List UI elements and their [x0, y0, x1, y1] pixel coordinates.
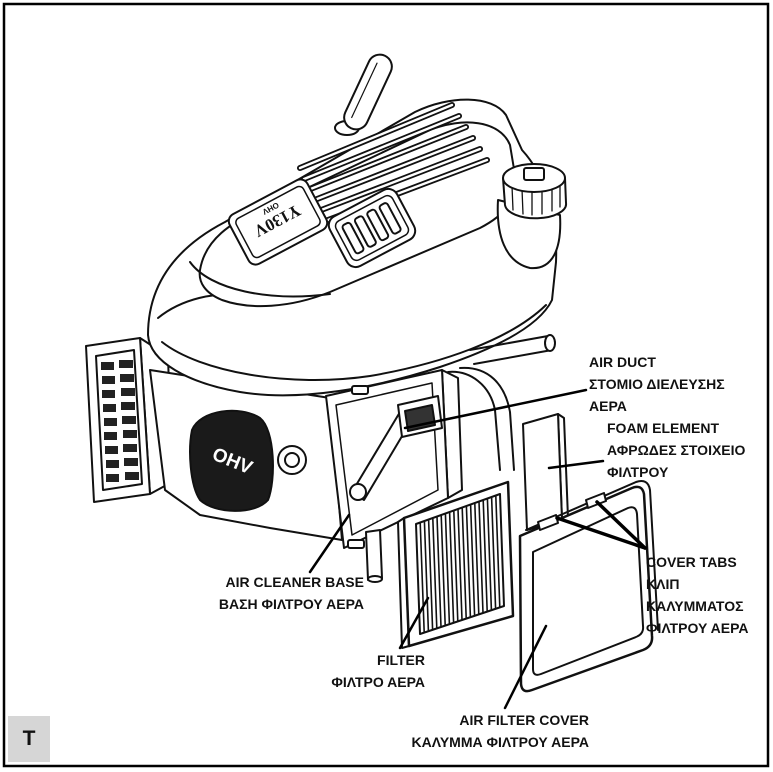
label-air-cleaner-base-gr: ΒΑΣΗ ΦΙΛΤΡΟΥ ΑΕΡΑ: [218, 596, 364, 612]
muffler-slots: [101, 360, 139, 482]
leader-lines: [308, 388, 647, 710]
cover-tab-right: [585, 492, 607, 509]
vent-grille: [327, 187, 417, 269]
leader-line-air-duct: [403, 388, 588, 430]
label-air-cleaner-base: AIR CLEANER BASE ΒΑΣΗ ΦΙΛΤΡΟΥ ΑΕΡΑ: [219, 571, 364, 615]
leader-line-cover-tab-left: [555, 516, 647, 550]
label-cover-tabs: COVER TABS ΚΛΙΠ ΚΑΛΥΜΜΑΤΟΣ ΦΙΛΤΡΟΥ ΑΕΡΑ: [646, 551, 749, 639]
label-air-filter-cover-gr: ΚΑΛΥΜΜΑ ΦΙΛΤΡΟΥ ΑΕΡΑ: [411, 734, 589, 750]
starter-handle: [334, 53, 393, 136]
engine-boss: [277, 445, 307, 475]
label-air-duct: AIR DUCT ΣΤΟΜΙΟ ΔΙΕΛΕΥΣΗΣ ΑΕΡΑ: [589, 351, 725, 417]
leader-line-air-filter-cover: [503, 624, 548, 710]
label-air-filter-cover: AIR FILTER COVER ΚΑΛΥΜΜΑ ΦΙΛΤΡΟΥ ΑΕΡΑ: [412, 709, 589, 753]
cooling-fins: [297, 102, 490, 226]
cover-tab-left: [537, 514, 559, 531]
shroud-skirt-line: [161, 304, 547, 381]
filter-element-part: [397, 480, 515, 649]
filter-pleats: [419, 494, 501, 634]
label-air-duct-gr-2: ΑΕΡΑ: [589, 398, 627, 414]
label-filter: FILTER ΦΙΛΤΡΟ ΑΕΡΑ: [331, 649, 425, 693]
label-foam-element: FOAM ELEMENT ΑΦΡΩΔΕΣ ΣΤΟΙΧΕΙΟ ΦΙΛΤΡΟΥ: [607, 417, 745, 483]
breather-tube: [365, 529, 383, 583]
label-air-cleaner-base-en: AIR CLEANER BASE: [225, 574, 364, 590]
side-ohv-badge: OHV: [189, 409, 274, 512]
label-cover-tabs-gr-1: ΚΛΙΠ: [646, 576, 680, 592]
label-foam-element-gr-1: ΑΦΡΩΔΕΣ ΣΤΟΙΧΕΙΟ: [607, 442, 746, 458]
label-air-duct-en: AIR DUCT: [589, 354, 656, 370]
leader-line-cover-tab-right: [595, 500, 647, 550]
label-cover-tabs-gr-2: ΚΑΛΥΜΜΑΤΟΣ: [646, 598, 744, 614]
deck-front-lip: [189, 261, 331, 298]
engine-drawing: Y130V OHV: [85, 53, 659, 693]
corner-tag: T: [8, 716, 50, 762]
model-plate: Y130V OHV: [227, 178, 329, 266]
label-foam-element-gr-2: ΦΙΛΤΡΟΥ: [607, 464, 669, 480]
label-cover-tabs-gr-3: ΦΙΛΤΡΟΥ ΑΕΡΑ: [646, 620, 749, 636]
label-foam-element-en: FOAM ELEMENT: [607, 420, 719, 436]
label-filter-gr: ΦΙΛΤΡΟ ΑΕΡΑ: [331, 674, 425, 690]
label-air-filter-cover-en: AIR FILTER COVER: [459, 712, 589, 728]
leader-line-filter: [398, 596, 430, 650]
fuel-cap: [496, 163, 568, 270]
label-filter-en: FILTER: [377, 652, 425, 668]
label-cover-tabs-en: COVER TABS: [646, 554, 737, 570]
label-air-duct-gr-1: ΣΤΟΜΙΟ ΔΙΕΛΕΥΣΗΣ: [589, 376, 725, 392]
leader-line-foam-element: [547, 459, 605, 470]
leader-line-air-cleaner-base: [308, 513, 351, 574]
foam-element-part: [522, 413, 569, 531]
